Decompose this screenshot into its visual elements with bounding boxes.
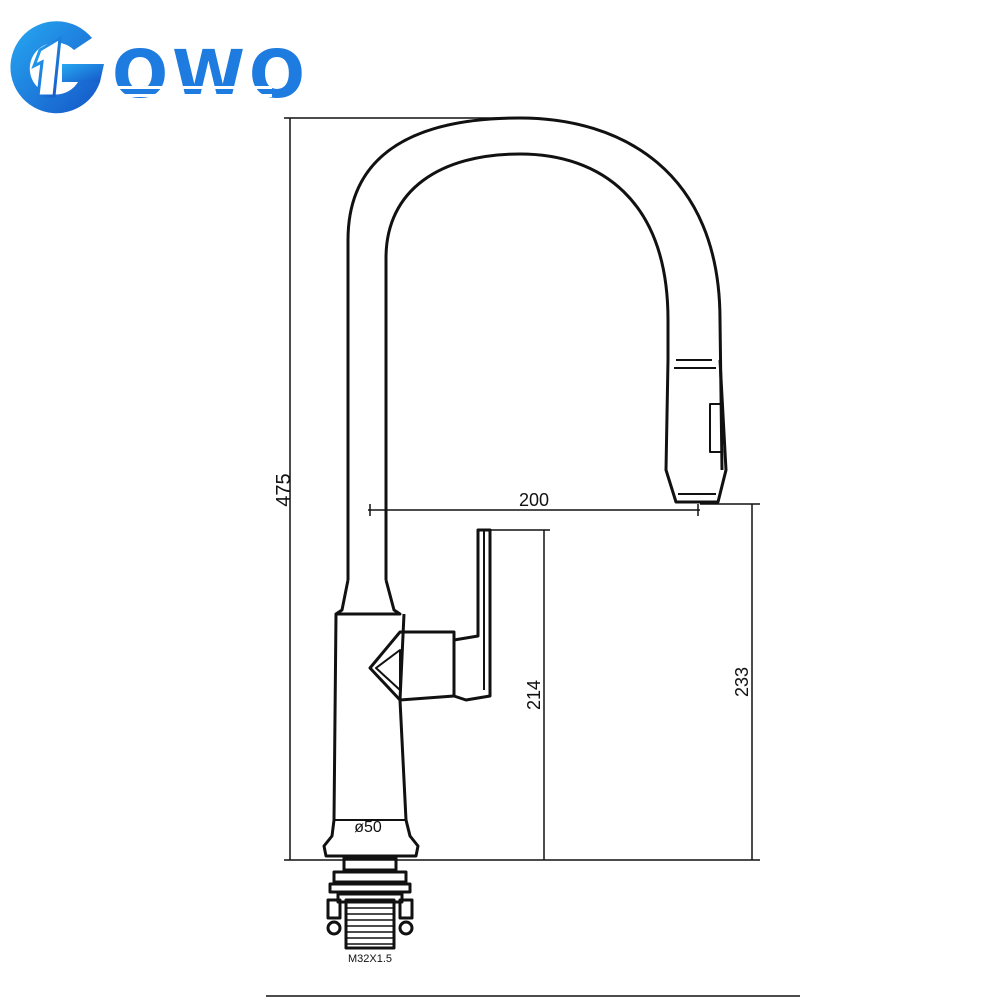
dim-base-diameter: ø50 [354,819,382,836]
dim-thread-spec: M32X1.5 [348,953,392,965]
dim-handle-height: 214 [524,680,544,710]
spout-inner-outline [384,152,670,580]
faucet-body [322,613,420,858]
handle-cartridge [368,630,456,702]
logo-emblem-icon [10,21,270,114]
spray-head [664,359,728,504]
brand-logo: OWO [0,0,305,130]
threaded-shank [344,898,396,950]
dim-total-height: 475 [273,473,295,506]
spout-outer-outline [346,116,724,580]
dim-spout-clearance: 233 [732,667,752,697]
dim-spout-reach: 200 [519,490,549,510]
wordmark-stripes [112,86,272,97]
mount-washer [342,856,398,872]
neck-collar [334,579,402,616]
